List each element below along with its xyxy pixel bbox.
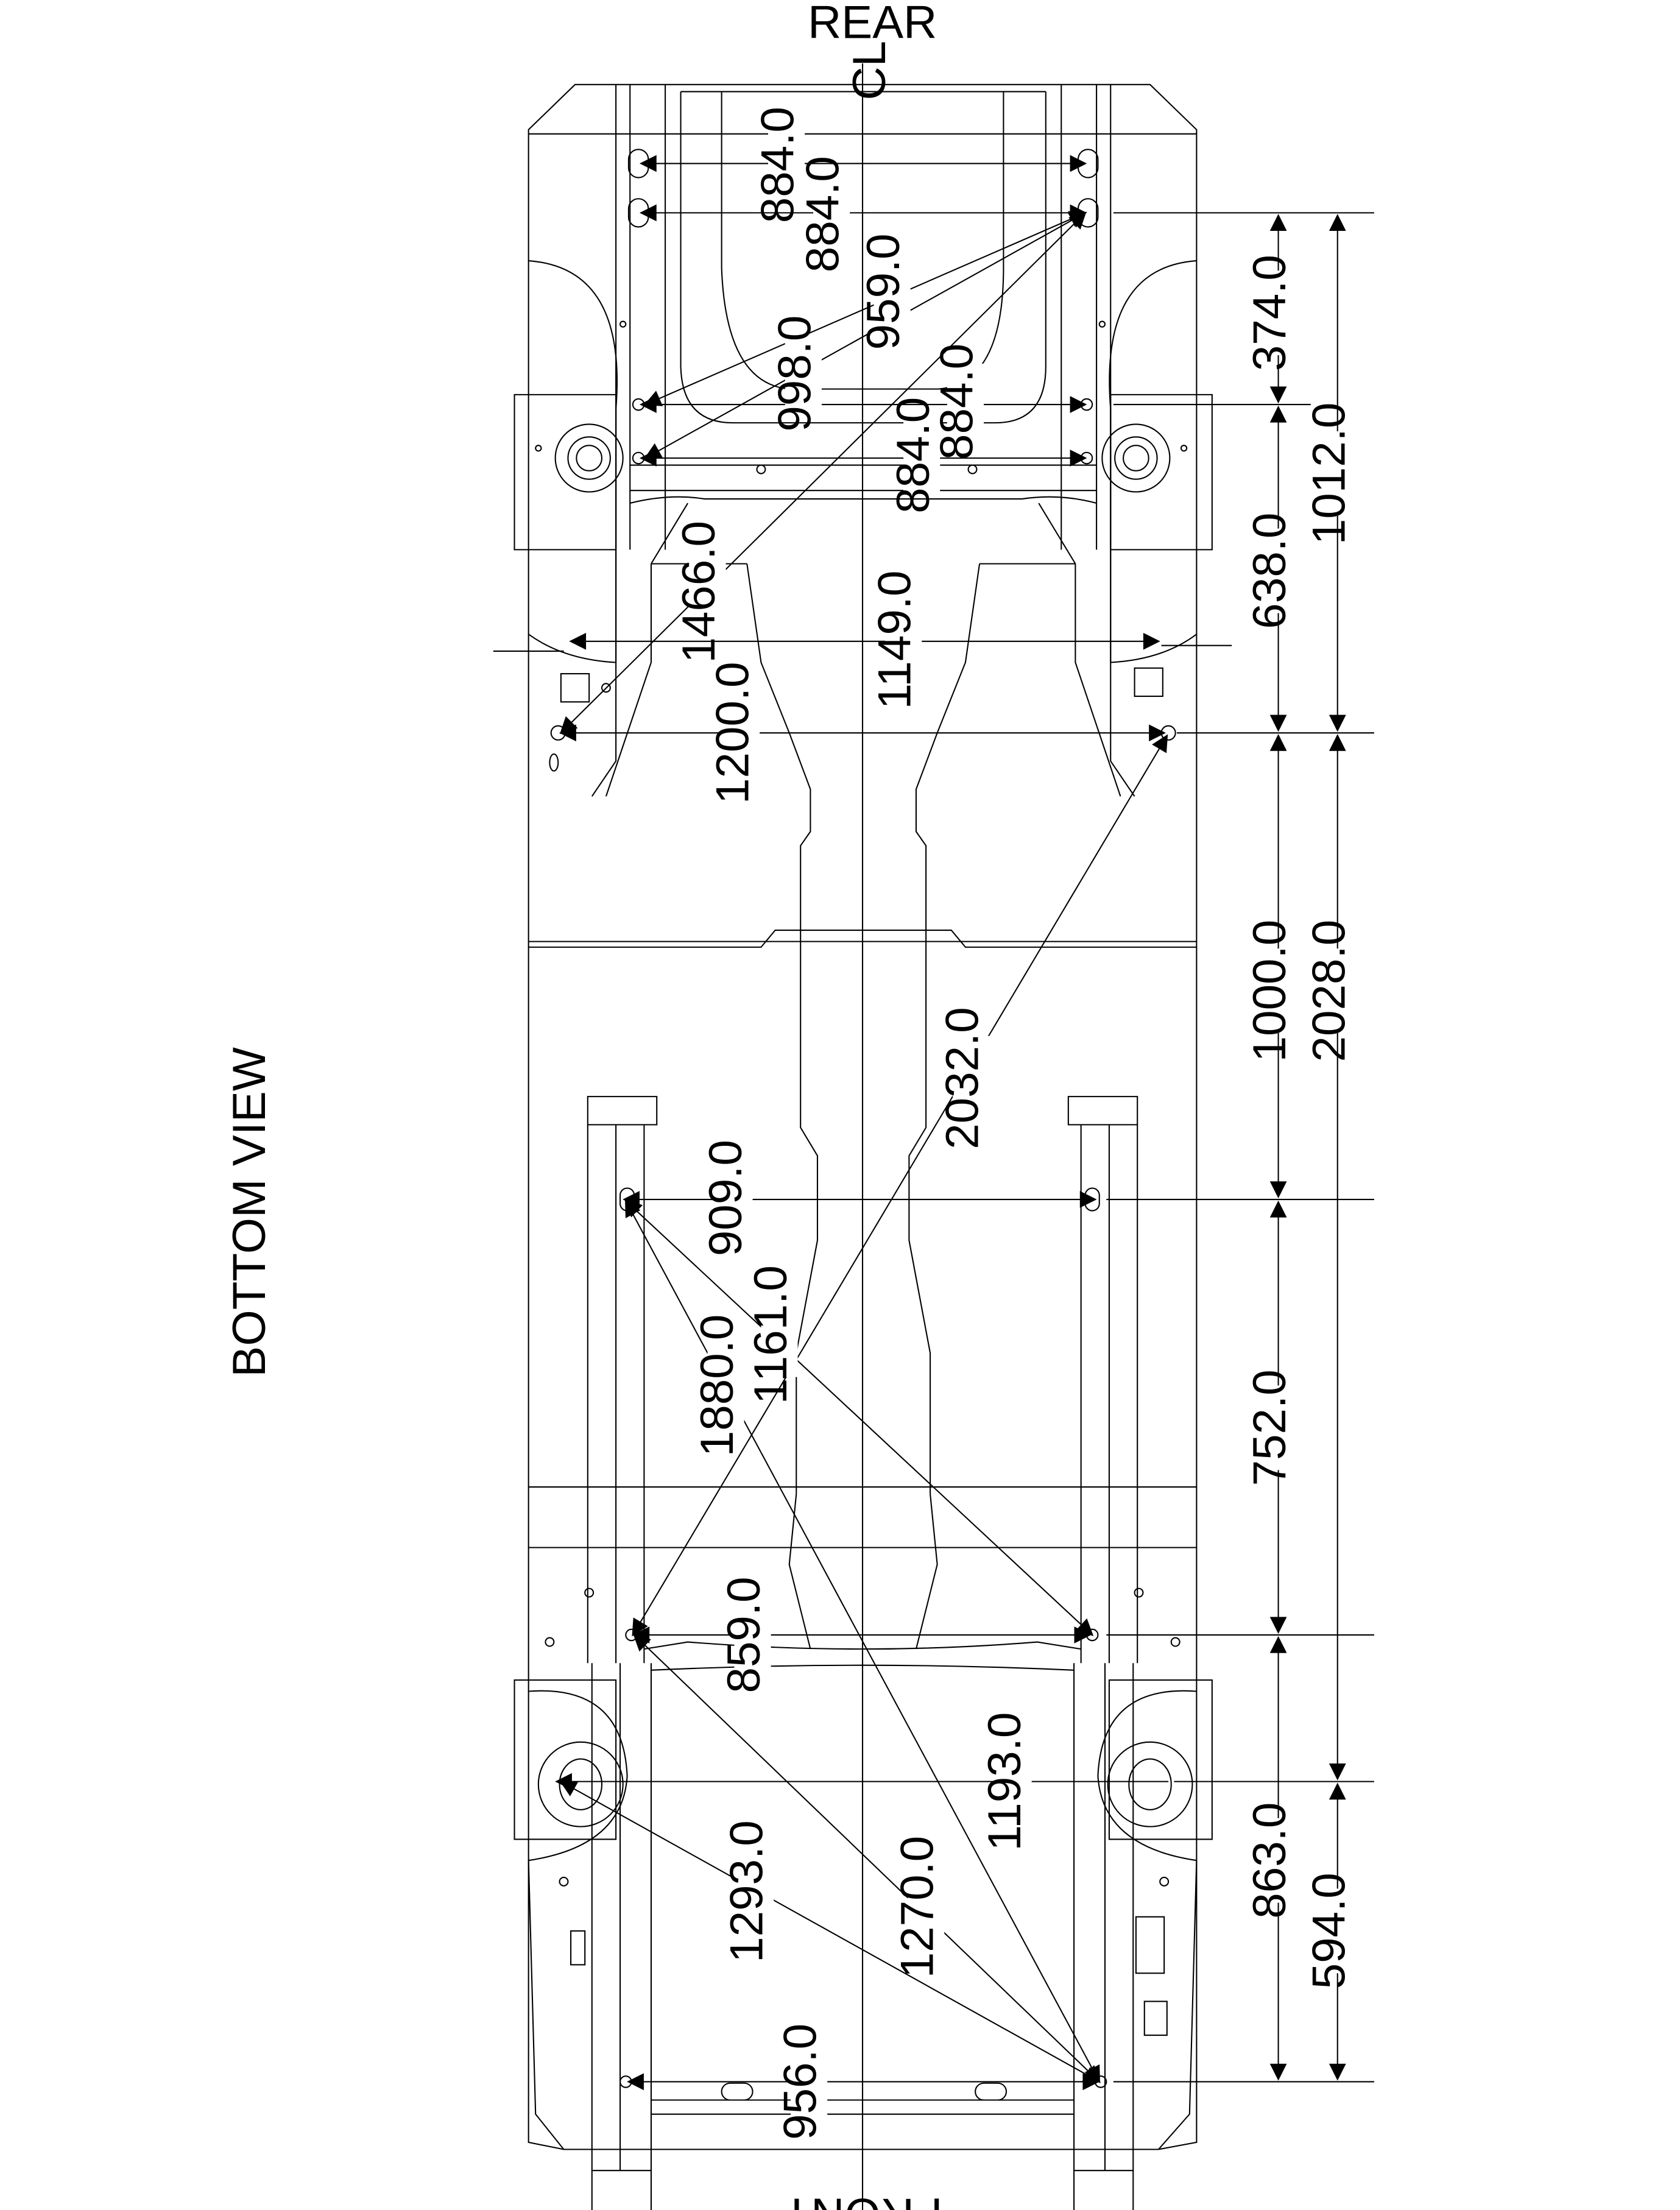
dim-label-1149: 1149.0 (869, 571, 921, 710)
vdim-label-752: 752.0 (1244, 1369, 1296, 1486)
bottom-view-label: BOTTOM VIEW (224, 1047, 275, 1377)
dim-label-1200: 1200.0 (707, 662, 759, 804)
vdim-label-638: 638.0 (1244, 513, 1296, 629)
dim-label-884-d: 884.0 (888, 397, 939, 514)
vdim-label-1000: 1000.0 (1244, 920, 1296, 1062)
label-backgrounds (689, 127, 1358, 2122)
dim-label-1161: 1161.0 (745, 1265, 797, 1404)
vdim-label-594: 594.0 (1303, 1873, 1355, 1989)
dim-label-909: 909.0 (700, 1140, 752, 1256)
dim-line-1466 (559, 211, 1087, 735)
vdim-label-1012: 1012.0 (1303, 403, 1355, 545)
dim-label-1880: 1880.0 (691, 1315, 743, 1457)
dim-label-884-b: 884.0 (797, 156, 849, 272)
vdim-label-374: 374.0 (1244, 255, 1296, 371)
dimension-labels: 884.0 884.0 959.0 998.0 884.0 884.0 1466… (673, 107, 1355, 2140)
dim-label-1293: 1293.0 (721, 1820, 773, 1963)
dim-label-998: 998.0 (769, 316, 821, 432)
dimension-lines (555, 155, 1374, 2091)
front-label: FRONT (783, 2188, 943, 2210)
dim-label-1466: 1466.0 (673, 521, 725, 663)
vdim-label-2028: 2028.0 (1303, 920, 1355, 1062)
dim-line-1270 (633, 1634, 1101, 2083)
dim-label-884-a: 884.0 (752, 107, 804, 223)
dim-label-959: 959.0 (858, 233, 909, 350)
dim-label-956: 956.0 (775, 2024, 827, 2140)
dim-label-2032: 2032.0 (937, 1007, 989, 1149)
dim-label-1270: 1270.0 (892, 1836, 944, 1979)
vdim-label-863: 863.0 (1244, 1802, 1296, 1919)
centerline-symbol: CL (844, 41, 895, 101)
dim-label-859: 859.0 (718, 1576, 770, 1693)
rear-label: REAR (808, 0, 937, 48)
body-outline (514, 83, 1213, 2210)
dim-label-884-c: 884.0 (931, 344, 983, 460)
dim-label-1193: 1193.0 (979, 1712, 1031, 1851)
